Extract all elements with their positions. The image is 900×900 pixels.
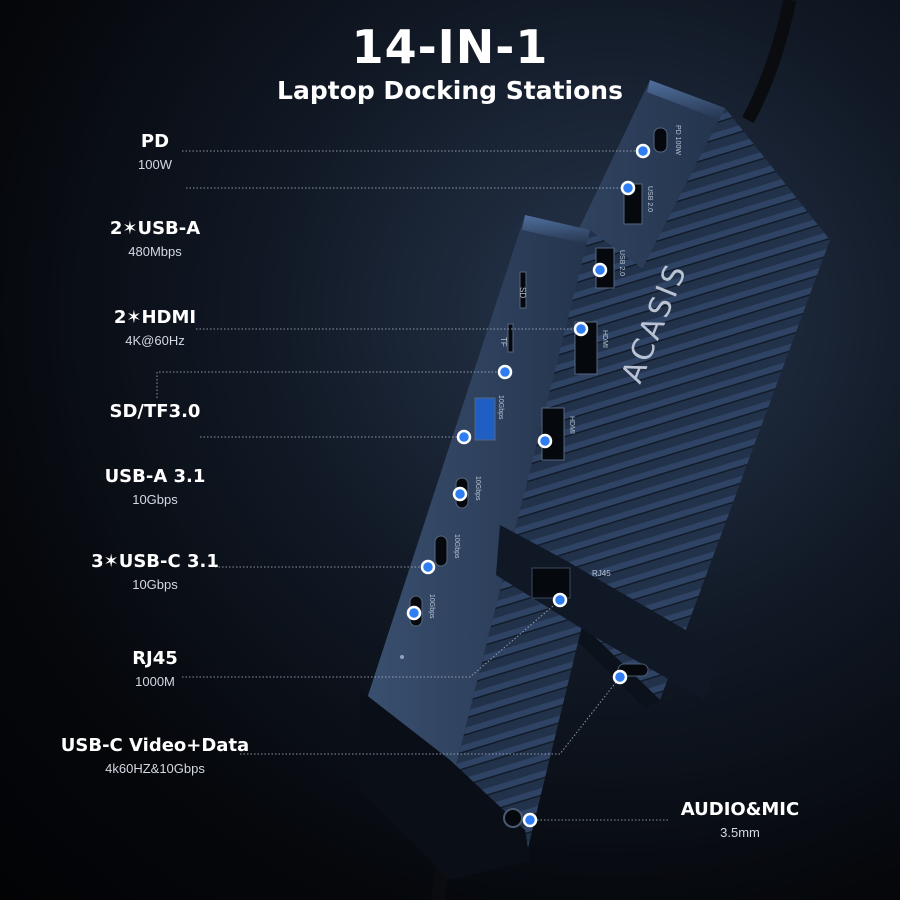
pd-print: PD 100W (674, 125, 681, 155)
label-usb-a-31: USB-A 3.1 10Gbps (104, 466, 206, 507)
rj45-port (531, 567, 571, 599)
marker-usb-c-video (612, 669, 628, 685)
usb-c-31-port-2 (434, 535, 448, 567)
marker-usb-c-31-3 (406, 605, 422, 621)
front-unit-end (360, 690, 530, 880)
label-hdmi: 2✶HDMI 4K@60Hz (113, 307, 197, 348)
marker-usb-a-2 (592, 262, 608, 278)
marker-hdmi-1 (573, 321, 589, 337)
label-usb-c-31: 3✶USB-C 3.1 10Gbps (91, 551, 219, 592)
leader-rj45 (182, 599, 561, 678)
label-audio: AUDIO&MIC 3.5mm (680, 799, 800, 840)
marker-rj45 (552, 592, 568, 608)
marker-pd (635, 143, 651, 159)
label-rj45: RJ45 1000M (132, 648, 178, 689)
hdmi-print-2: HDMI (568, 416, 575, 434)
cable-top (742, 0, 797, 124)
usb-a-31-port (474, 397, 496, 441)
front-unit-side (450, 230, 665, 860)
page-subtitle: Laptop Docking Stations (277, 76, 623, 105)
tenG-print-2: 10Gbps (474, 476, 481, 501)
hdmi-print-1: HDMI (601, 330, 608, 348)
tenG-print-1: 10Gbps (497, 395, 504, 420)
usb20-print-2: USB 2.0 (618, 250, 625, 276)
marker-sd-tf (497, 364, 513, 380)
page-title: 14-IN-1 (351, 20, 549, 74)
sd-print: SD (518, 287, 527, 298)
label-pd: PD 100W (138, 131, 172, 172)
label-sd-tf: SD/TF3.0 (109, 401, 201, 422)
marker-usb-c-31-1 (452, 486, 468, 502)
label-usb-a: 2✶USB-A 480Mbps (109, 218, 201, 259)
rj45-print: RJ45 (592, 569, 611, 578)
tenG-print-3: 10Gbps (453, 534, 460, 559)
marker-hdmi-2 (537, 433, 553, 449)
tf-print: TF (499, 337, 508, 347)
status-led (400, 655, 404, 659)
pd-port (653, 127, 668, 153)
front-unit-front (360, 215, 590, 790)
sd-slot (519, 271, 527, 309)
label-usb-c-video: USB-C Video+Data 4k60HZ&10Gbps (60, 735, 250, 776)
tf-slot (507, 323, 514, 353)
marker-usb-a-1 (620, 180, 636, 196)
leader-usb-c-video (240, 676, 621, 755)
usb20-print-1: USB 2.0 (646, 186, 653, 212)
marker-audio (522, 812, 538, 828)
tenG-print-4: 10Gbps (428, 594, 435, 619)
marker-usb-a-31 (456, 429, 472, 445)
leader-sd-tf (156, 371, 505, 398)
marker-usb-c-31-2 (420, 559, 436, 575)
audio-jack (503, 808, 523, 828)
